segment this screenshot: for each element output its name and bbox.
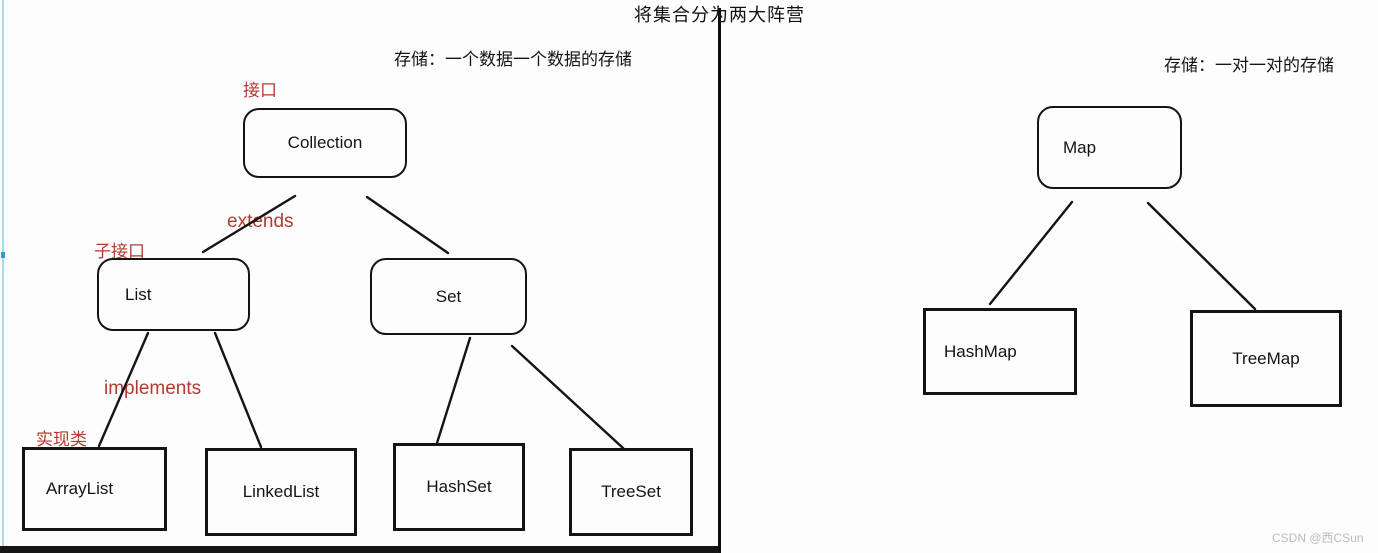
left-edge-dot [1,252,5,258]
annotation-implements: implements [104,378,202,399]
connector-map-treemap [1146,201,1257,311]
node-list: List [97,258,250,331]
connector-list-linkedlist [213,331,263,449]
node-arraylist: ArrayList [22,447,167,531]
node-collection-label: Collection [287,133,363,152]
node-linkedlist-label: LinkedList [242,482,320,501]
node-list-label: List [125,284,152,304]
node-set: Set [370,258,527,335]
annotation-extends: extends [227,211,294,232]
node-hashmap: HashMap [923,308,1077,395]
node-hashset: HashSet [393,443,525,531]
node-collection: Collection [243,108,407,178]
left-subtitle: 存储：一个数据一个数据的存储 [394,50,632,69]
connector-collection-set [365,195,450,255]
page-title: 将集合分为两大阵营 [634,5,805,25]
connector-set-hashset [435,336,472,445]
divider-line [718,8,721,553]
bottom-bar [0,546,719,553]
node-hashset-label: HashSet [426,477,492,496]
node-arraylist-label: ArrayList [46,479,114,498]
node-treeset: TreeSet [569,448,693,536]
node-map-label: Map [1063,137,1097,157]
annotation-impl-class: 实现类 [36,430,87,449]
node-hashmap-label: HashMap [944,341,1017,361]
node-treemap-label: TreeMap [1232,348,1300,368]
node-treeset-label: TreeSet [601,482,661,501]
right-subtitle: 存储：一对一对的存储 [1164,56,1334,75]
annotation-interface: 接口 [243,81,277,100]
node-map: Map [1037,106,1182,189]
node-set-label: Set [435,286,462,306]
left-edge-highlight-line [2,0,4,553]
annotation-sub-interface: 子接口 [94,242,145,261]
watermark: CSDN @西CSun [1272,531,1364,545]
node-linkedlist: LinkedList [205,448,357,536]
connector-map-hashmap [988,200,1074,306]
node-treemap: TreeMap [1190,310,1342,407]
connector-set-treeset [510,344,625,450]
